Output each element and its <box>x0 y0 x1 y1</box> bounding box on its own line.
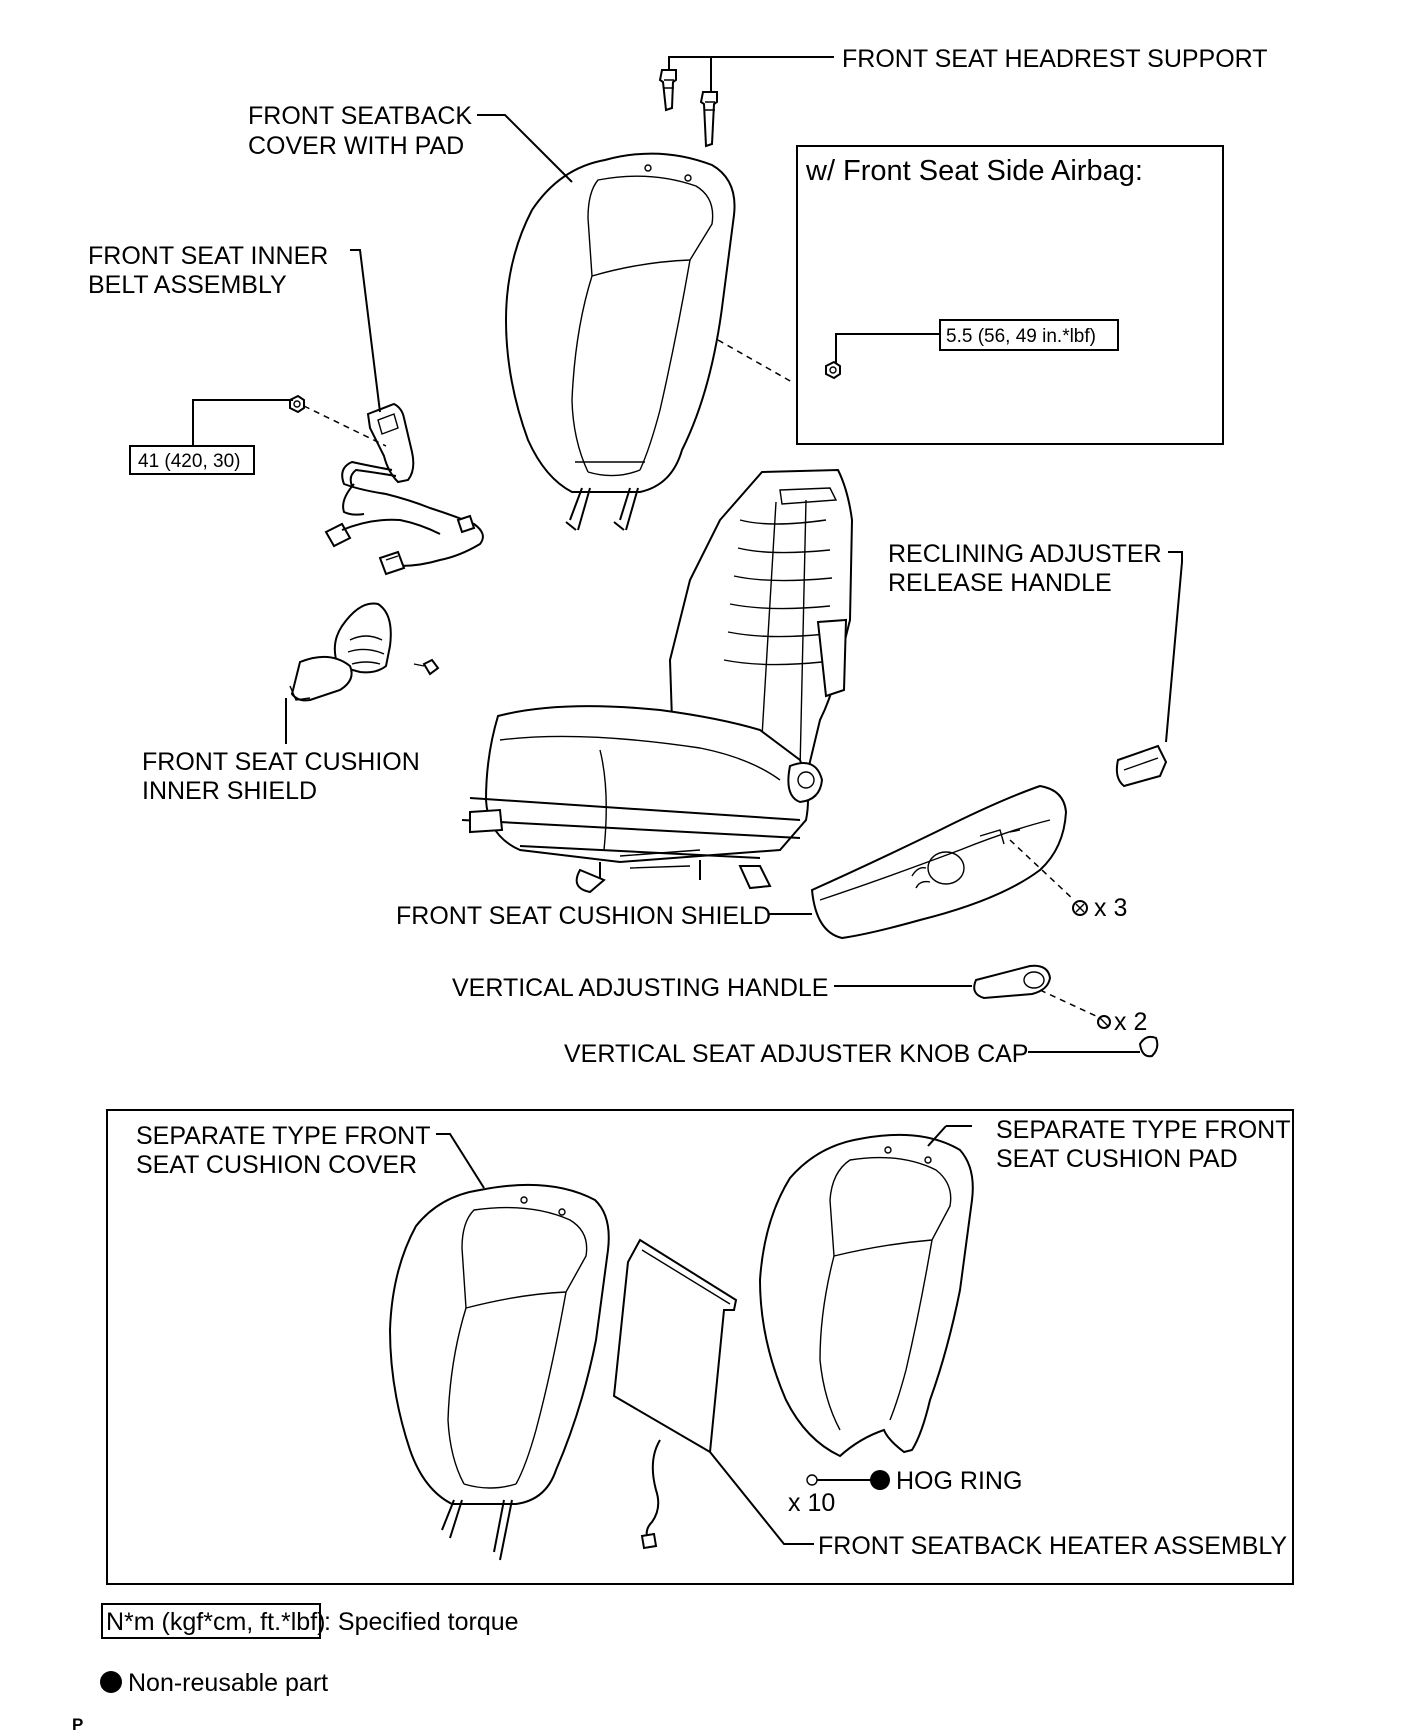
nonreusable-dot-icon <box>870 1470 890 1490</box>
airbag-variant-title: w/ Front Seat Side Airbag: <box>805 155 1143 187</box>
reclining-handle-label-1: RECLINING ADJUSTER <box>888 540 1162 568</box>
cushion-cover-drawing <box>388 1183 610 1561</box>
cushion-pad-leader <box>927 1125 947 1147</box>
legend-nonreusable-dot-icon <box>100 1671 122 1693</box>
airbag-nut-icon <box>825 360 841 380</box>
cushion-shield-drawing <box>810 784 1068 940</box>
headrest-support-leader <box>668 56 834 70</box>
vertical-handle-label: VERTICAL ADJUSTING HANDLE <box>452 974 828 1002</box>
headrest-support-label: FRONT SEAT HEADREST SUPPORT <box>842 45 1268 73</box>
inner-belt-leader <box>350 249 381 413</box>
handle-screw-dashed-line <box>1039 989 1097 1017</box>
seatback-cover-leader <box>477 114 573 183</box>
headrest-support-drawing <box>658 69 718 148</box>
belt-bolt-icon <box>289 394 305 414</box>
inner-shield-drawing <box>289 602 392 702</box>
seatback-cover-drawing <box>504 152 736 531</box>
cushion-cover-label-1: SEPARATE TYPE FRONT <box>136 1122 431 1150</box>
shield-screw-dashed-line <box>1009 839 1075 901</box>
vertical-handle-drawing <box>973 964 1052 1000</box>
airbag-torque-value: 5.5 (56, 49 in.*lbf) <box>946 326 1096 347</box>
handle-screw-icon <box>1097 1015 1111 1029</box>
inner-shield-screw-icon <box>413 658 440 676</box>
belt-bolt-dashed-line <box>303 405 387 447</box>
legend-torque-unit: N*m (kgf*cm, ft.*lbf) <box>106 1608 325 1636</box>
heater-assembly-leader <box>709 1451 814 1545</box>
cushion-cover-leader <box>436 1133 485 1189</box>
cushion-shield-label: FRONT SEAT CUSHION SHIELD <box>396 902 771 930</box>
belt-torque-value: 41 (420, 30) <box>138 451 240 472</box>
handle-screw-count: x 2 <box>1114 1008 1147 1036</box>
knob-cap-label: VERTICAL SEAT ADJUSTER KNOB CAP <box>564 1040 1028 1068</box>
knob-cap-icon <box>1138 1035 1159 1058</box>
reclining-handle-drawing <box>1115 744 1168 788</box>
separate-type-box <box>106 1109 1294 1585</box>
hog-ring-icon <box>806 1474 818 1486</box>
hog-ring-count: x 10 <box>788 1489 835 1517</box>
legend-torque-box <box>101 1603 321 1639</box>
seatback-cover-label-2: COVER WITH PAD <box>248 132 464 160</box>
airbag-nut-dashed-line <box>717 339 793 383</box>
shield-screw-icon <box>1072 900 1088 916</box>
reclining-handle-label-2: RELEASE HANDLE <box>888 569 1112 597</box>
seat-frame-drawing <box>461 468 854 894</box>
inner-shield-label-2: INNER SHIELD <box>142 777 317 805</box>
airbag-torque-leader <box>835 333 940 364</box>
inner-belt-label-1: FRONT SEAT INNER <box>88 242 328 270</box>
seatback-cover-label-1: FRONT SEATBACK <box>248 102 472 130</box>
cushion-pad-label-2: SEAT CUSHION PAD <box>996 1145 1238 1173</box>
reclining-handle-leader <box>1165 551 1183 743</box>
legend-nonreusable-desc: Non-reusable part <box>128 1669 328 1697</box>
hog-ring-label: HOG RING <box>896 1467 1022 1495</box>
airbag-variant-box <box>796 145 1224 445</box>
heater-assembly-label: FRONT SEATBACK HEATER ASSEMBLY <box>818 1532 1287 1560</box>
corner-mark: P <box>72 1715 83 1734</box>
cushion-pad-drawing <box>758 1133 974 1458</box>
inner-belt-label-2: BELT ASSEMBLY <box>88 271 287 299</box>
airbag-torque-box <box>939 319 1119 351</box>
cushion-pad-label-1: SEPARATE TYPE FRONT <box>996 1116 1291 1144</box>
belt-torque-box <box>129 445 255 475</box>
inner-shield-label-1: FRONT SEAT CUSHION <box>142 748 420 776</box>
inner-belt-drawing <box>324 402 484 576</box>
belt-torque-leader <box>192 399 293 446</box>
cushion-cover-label-2: SEAT CUSHION COVER <box>136 1151 417 1179</box>
heater-assembly-drawing <box>612 1238 738 1550</box>
legend-torque-desc: : Specified torque <box>324 1608 519 1636</box>
shield-screw-count: x 3 <box>1094 894 1127 922</box>
